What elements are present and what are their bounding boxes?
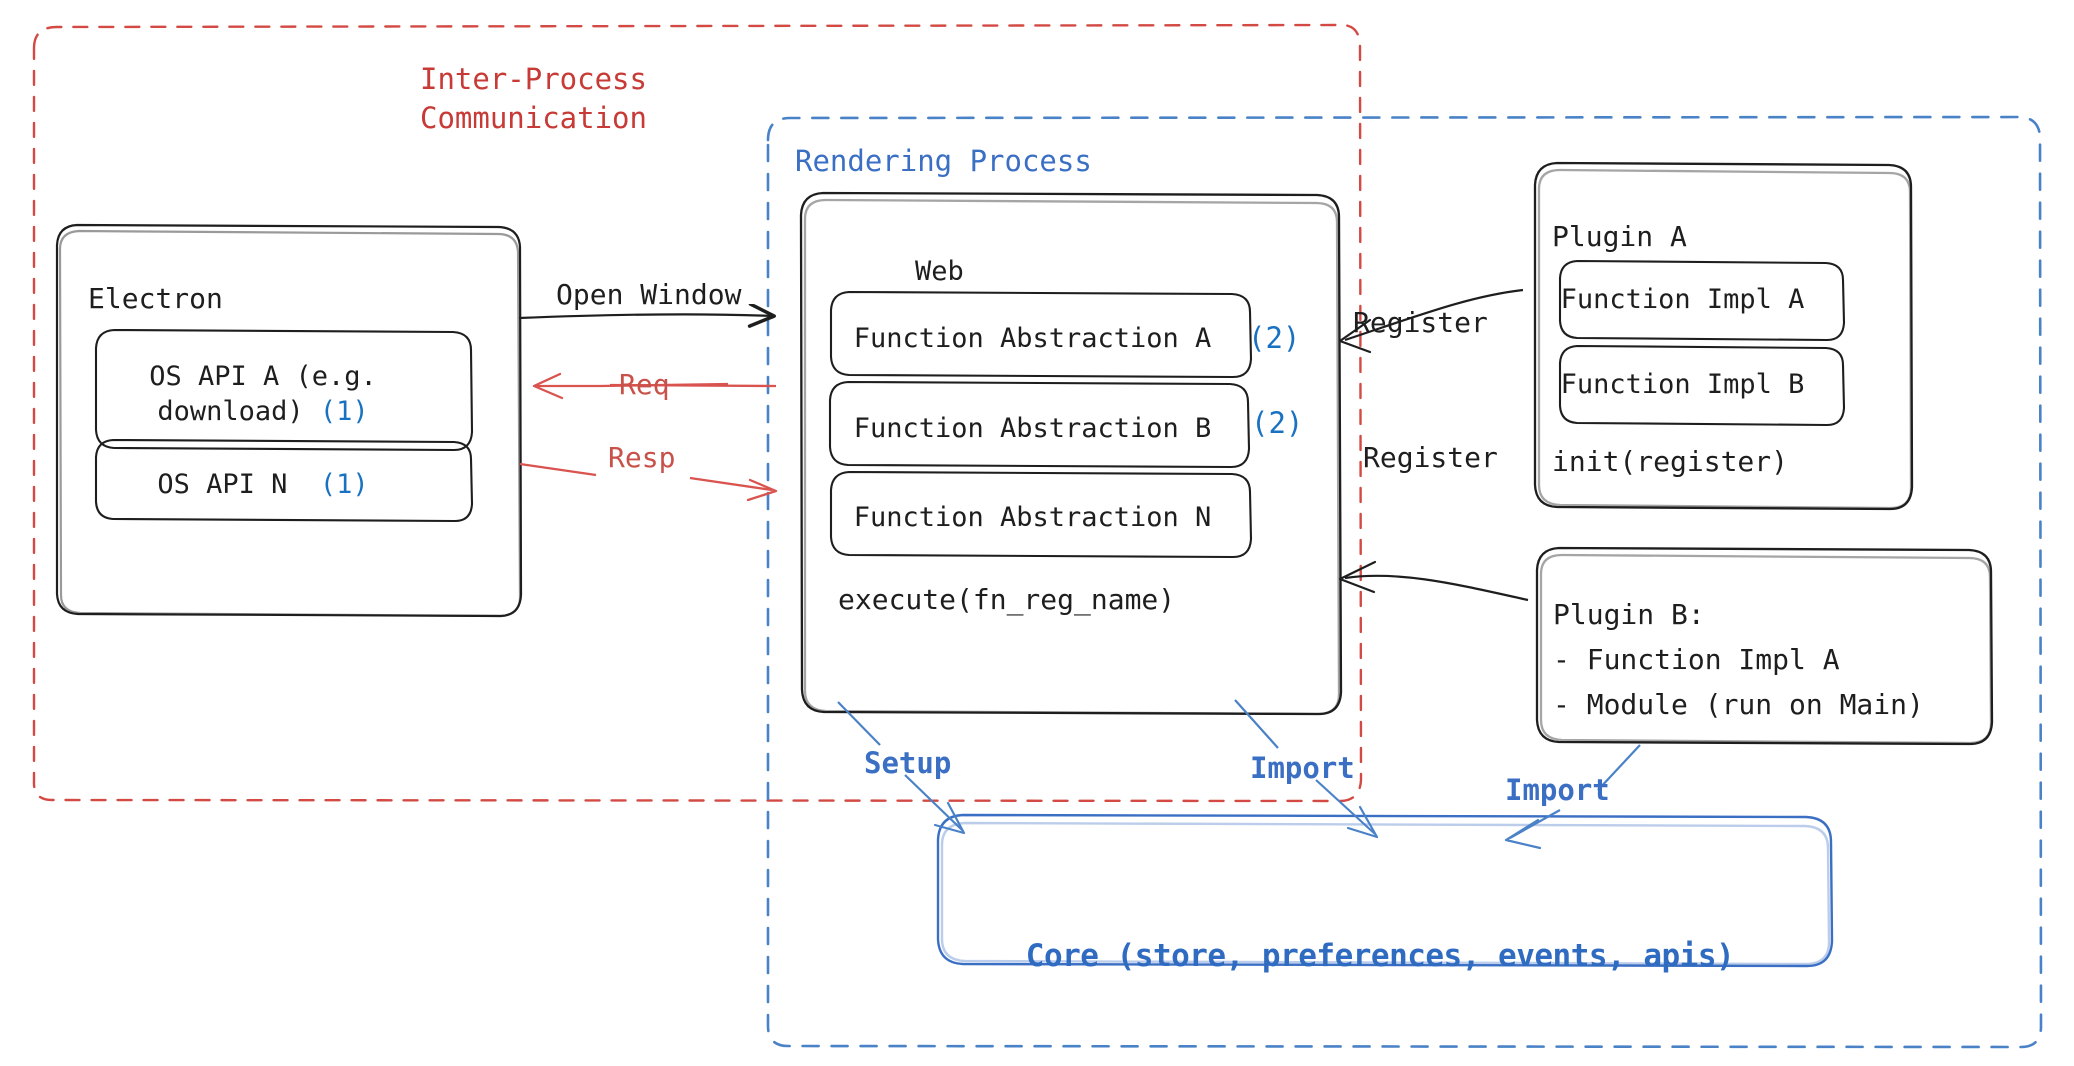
core-box-text: Core (store, preferences, events, apis) … bbox=[940, 845, 1820, 1066]
function-abstraction-a-tag: (2) bbox=[1248, 321, 1301, 355]
web-title: Web bbox=[915, 256, 964, 287]
function-abstraction-n-label: Function Abstraction N bbox=[853, 502, 1212, 533]
plugin-b-item-1: - Function Impl A bbox=[1553, 643, 1840, 676]
plugin-b-item-2: - Module (run on Main) bbox=[1553, 688, 1924, 721]
os-api-a-text: OS API A (e.g. download) bbox=[149, 361, 377, 427]
arrow-register-plugin-b bbox=[1338, 560, 1529, 602]
function-abstraction-b-tag: (2) bbox=[1251, 406, 1304, 440]
os-api-n-text: OS API N bbox=[157, 469, 288, 500]
arrow-label-resp: Resp bbox=[608, 441, 676, 474]
function-abstraction-a-label: Function Abstraction A bbox=[853, 323, 1212, 354]
plugin-a-init-method: init(register) bbox=[1552, 445, 1789, 478]
arrow-label-import-web: Import bbox=[1250, 751, 1355, 785]
arrow-label-open-window: Open Window bbox=[556, 278, 742, 311]
os-api-n-label: OS API N (1) bbox=[98, 468, 428, 503]
plugin-a-impl-a-label: Function Impl A bbox=[1560, 284, 1805, 315]
arrow-label-req: Req bbox=[619, 368, 670, 401]
ipc-boundary-label: Inter-Process Communication bbox=[420, 62, 647, 135]
os-api-a-tag: (1) bbox=[319, 395, 369, 427]
os-api-a-label: OS API A (e.g. download) (1) bbox=[98, 360, 428, 429]
arrow-label-setup: Setup bbox=[864, 746, 952, 780]
plugin-a-impl-b-label: Function Impl B bbox=[1560, 369, 1805, 400]
plugin-a-title: Plugin A bbox=[1552, 220, 1687, 253]
core-line-1: Core (store, preferences, events, apis) bbox=[1025, 937, 1735, 974]
plugin-b-title: Plugin B: bbox=[1553, 598, 1705, 631]
os-api-n-tag: (1) bbox=[319, 469, 369, 500]
web-box bbox=[799, 191, 1343, 716]
rendering-process-label: Rendering Process bbox=[795, 144, 1092, 178]
arrow-open-window bbox=[518, 314, 772, 318]
web-execute-method: execute(fn_reg_name) bbox=[838, 583, 1176, 616]
electron-title: Electron bbox=[88, 282, 223, 315]
arrow-label-import-plugin-b: Import bbox=[1505, 773, 1610, 807]
arrow-label-register-plugin-b: Register bbox=[1363, 441, 1498, 474]
arrow-label-register-plugin-a: Register bbox=[1353, 306, 1488, 339]
function-abstraction-b-label: Function Abstraction B bbox=[853, 413, 1212, 444]
